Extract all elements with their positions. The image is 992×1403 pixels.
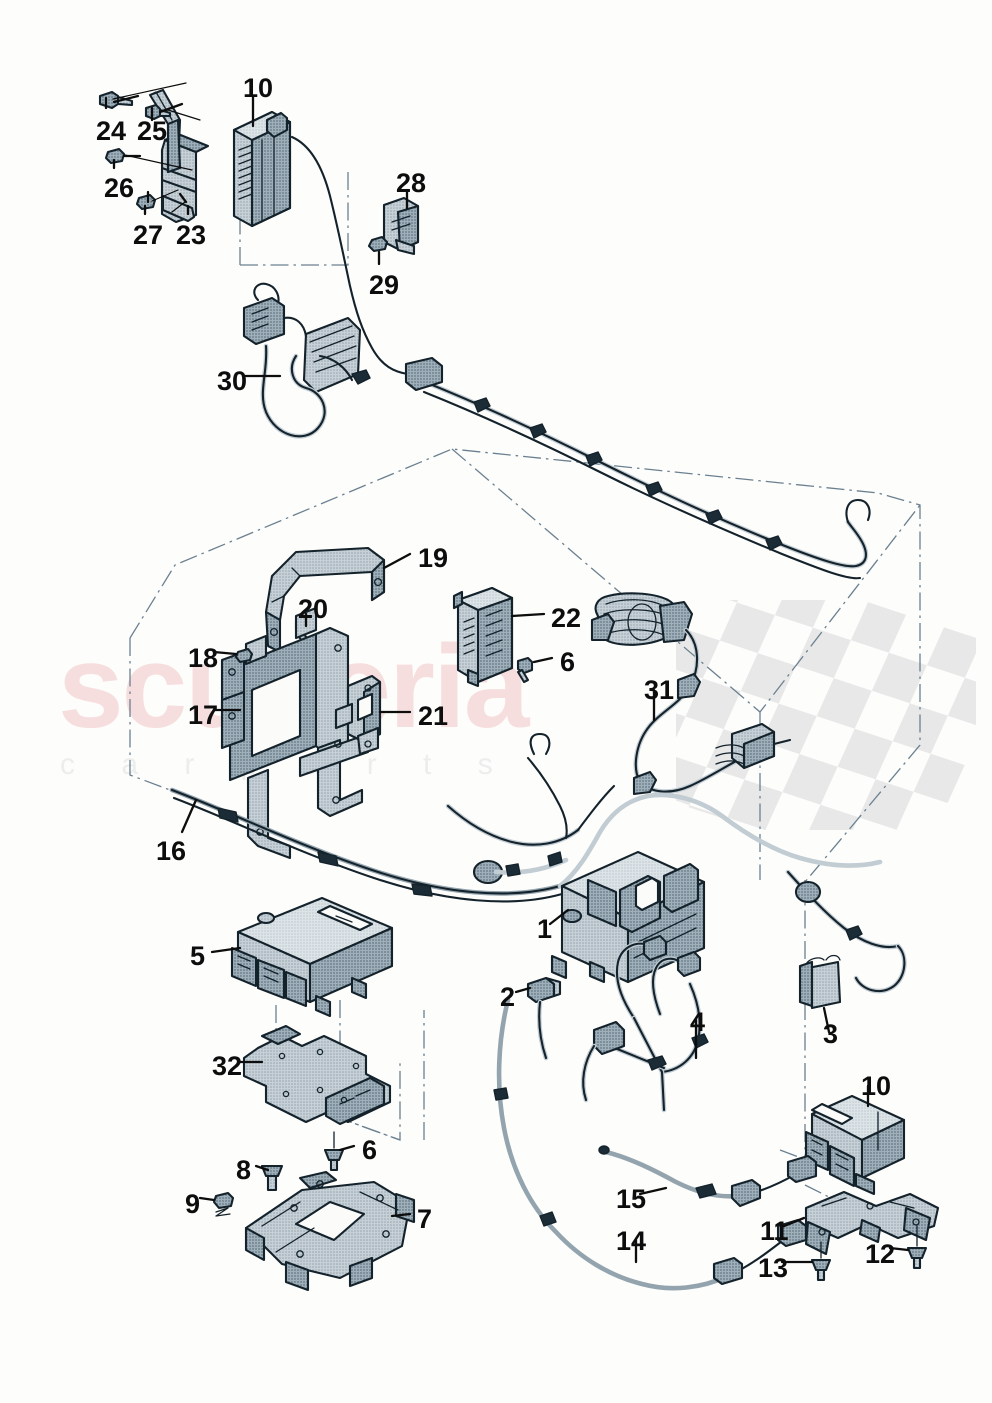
callout-28: 28: [396, 168, 427, 198]
callout-14: 14: [616, 1226, 647, 1256]
part-13-screw: [810, 1241, 832, 1282]
callout-6-lower: 6: [362, 1135, 378, 1165]
callout-18: 18: [188, 643, 219, 673]
callout-6-upper: 6: [560, 647, 576, 677]
part-10-control-unit-upper: [232, 110, 292, 228]
callout-leader-lines: [104, 82, 910, 1264]
callout-20: 20: [298, 594, 329, 624]
central-wiring-harness: [445, 732, 883, 889]
callout-32: 32: [212, 1051, 243, 1081]
part-12-screw: [906, 1225, 928, 1270]
callout-31: 31: [644, 675, 675, 705]
part-30-wiring-harness-coiled: [242, 282, 371, 439]
callout-24: 24: [96, 116, 127, 146]
callout-8: 8: [236, 1155, 252, 1185]
part-2-connector-plug: [526, 976, 562, 1061]
callout-2: 2: [500, 982, 516, 1012]
callout-25: 25: [137, 116, 168, 146]
part-29-nut: [367, 235, 389, 253]
part-9-nut: [212, 1191, 235, 1217]
callout-21: 21: [418, 701, 449, 731]
part-31-wiring-harness-antenna: [590, 592, 792, 796]
callout-16: 16: [156, 836, 187, 866]
callout-29: 29: [369, 270, 400, 300]
part-21-mounting-plate-small: [334, 674, 382, 756]
callout-7: 7: [417, 1204, 433, 1234]
part-22-control-unit-flat: [452, 586, 514, 688]
part-3-retaining-clip: [798, 954, 842, 1010]
callout-23: 23: [176, 220, 207, 250]
part-32-heat-shield-plate: [242, 1024, 392, 1126]
callout-4: 4: [690, 1007, 706, 1037]
part-27-nut: [135, 193, 157, 211]
callout-22: 22: [551, 603, 582, 633]
callout-13: 13: [758, 1253, 789, 1283]
part-24-screw: [98, 90, 134, 110]
part-10-control-unit-lower: [804, 1094, 906, 1196]
callout-30: 30: [217, 366, 248, 396]
part-6-screw-upper: [516, 656, 534, 684]
callout-5: 5: [190, 941, 206, 971]
part-16-wiring-harness-rail: [169, 787, 564, 903]
part-25-screw: [144, 103, 172, 121]
part-28-bracket-angle: [382, 196, 420, 256]
callout-10-lower: 10: [861, 1071, 892, 1101]
callout-17: 17: [188, 700, 219, 730]
callout-10-upper: 10: [243, 73, 274, 103]
part-1-control-unit-main: [550, 850, 706, 984]
part-15-wiring-harness-short: [598, 1145, 818, 1208]
part-5-control-unit-amplifier: [230, 896, 394, 1018]
callout-12: 12: [865, 1239, 896, 1269]
part-26-nut: [104, 147, 126, 165]
part-4-wiring-harness-adapter: [580, 934, 709, 1113]
callout-19: 19: [418, 543, 449, 573]
callout-9: 9: [185, 1189, 201, 1219]
part-18-nut: [234, 647, 254, 664]
part-11-mounting-bracket-twin: [804, 1190, 940, 1256]
right-harness-loop: [785, 869, 907, 994]
callout-15: 15: [616, 1184, 647, 1214]
main-wiring-harness-upper: [290, 135, 871, 580]
callout-3: 3: [823, 1019, 839, 1049]
part-19-support-bar: [264, 546, 386, 654]
callout-26: 26: [104, 173, 135, 203]
callout-11: 11: [760, 1216, 789, 1246]
callout-1: 1: [537, 914, 553, 944]
part-6-screw-lower: [323, 1131, 345, 1172]
callout-27: 27: [133, 220, 164, 250]
